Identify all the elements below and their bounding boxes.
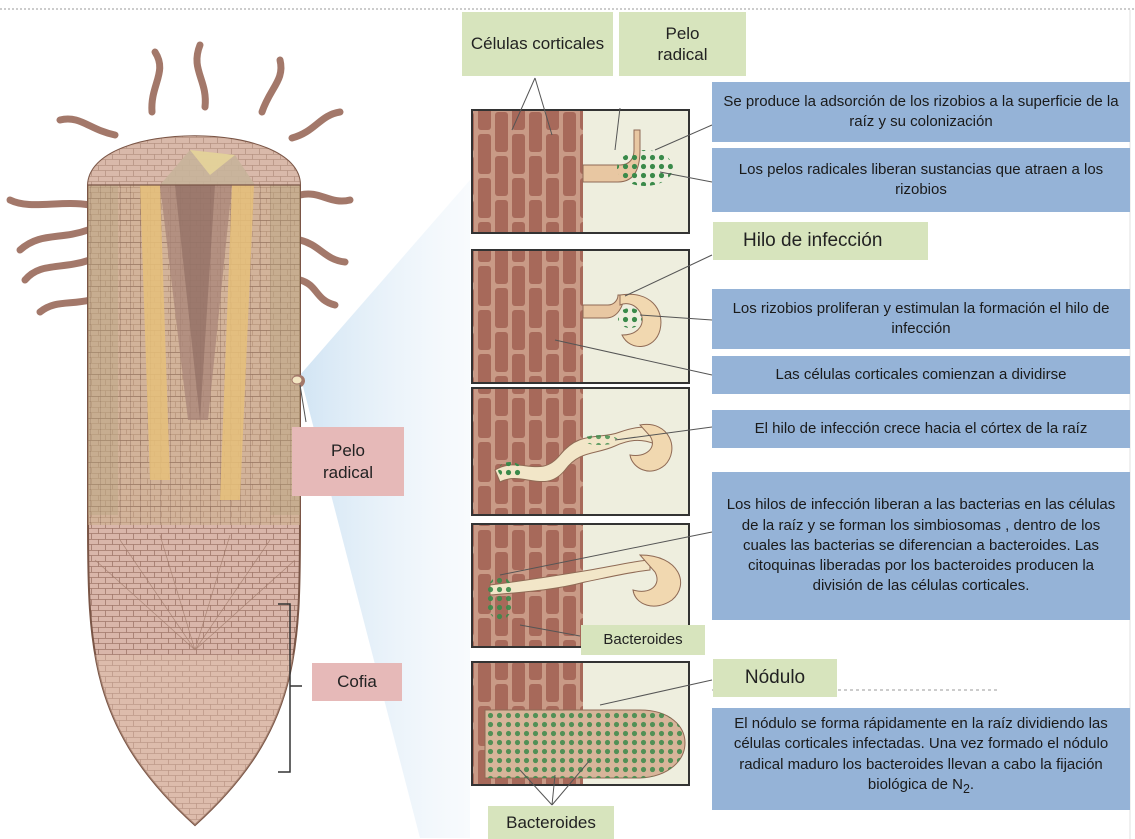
label-pelo-radical-top: Pelo radical (619, 12, 746, 76)
step-box-cortical-division: Las células corticales comienzan a divid… (712, 356, 1130, 394)
label-hilo-de-infeccion: Hilo de infección (713, 222, 928, 260)
stage-panel-5 (472, 662, 712, 805)
label-pelo-radical-left: Pelo radical (292, 427, 404, 496)
label-nodulo: Nódulo (713, 659, 837, 697)
step-nodule-subscript: 2 (963, 782, 970, 796)
label-bacteroides-mid: Bacteroides (581, 625, 705, 655)
stage-panel-1 (472, 78, 712, 233)
stage-panel-3 (472, 388, 712, 515)
zoom-beam (300, 180, 470, 838)
step-box-thread-growth: El hilo de infección crece hacia el córt… (712, 410, 1130, 448)
step-nodule-suffix: . (970, 776, 974, 793)
step-box-symbiosomes: Los hilos de infección liberan a las bac… (712, 472, 1130, 620)
label-bacteroides-bottom: Bacteroides (488, 806, 614, 839)
step-box-nodule: El nódulo se forma rápidamente en la raí… (712, 708, 1130, 810)
label-celulas-corticales: Células corticales (462, 12, 613, 76)
step-box-adsorption: Se produce la adsorción de los rizobios … (712, 82, 1130, 142)
step-box-attraction: Los pelos radicales liberan sustancias q… (712, 148, 1130, 212)
label-cofia: Cofia (312, 663, 402, 701)
step-box-proliferation: Los rizobios proliferan y estimulan la f… (712, 289, 1130, 349)
stage-panel-2 (472, 250, 712, 383)
step-nodule-text: El nódulo se forma rápidamente en la raí… (734, 715, 1108, 793)
